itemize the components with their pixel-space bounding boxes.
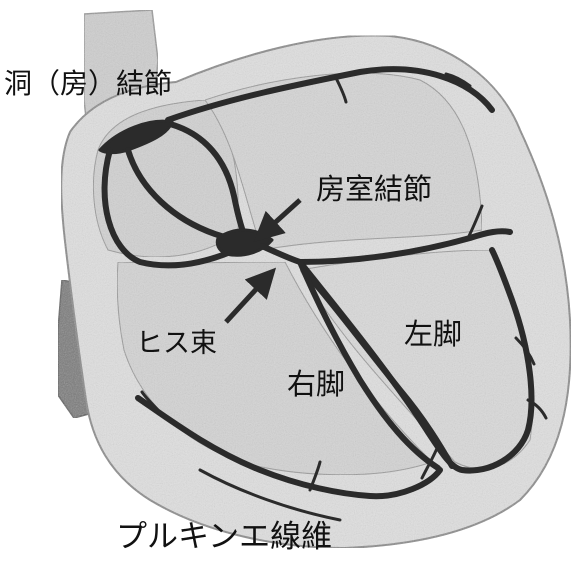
- his-bundle-label: ヒス束: [136, 330, 217, 357]
- left-bundle-label: 左脚: [404, 320, 462, 349]
- sa-node-label: 洞（房）結節: [4, 70, 172, 98]
- right-bundle-label: 右脚: [287, 370, 345, 399]
- purkinje-fibers-label: プルキンエ線維: [116, 522, 332, 553]
- av-node-label: 房室結節: [316, 175, 432, 204]
